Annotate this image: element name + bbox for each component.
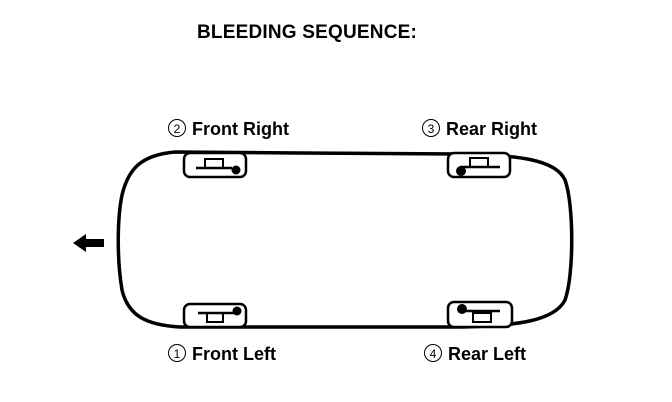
caliper-rear-right-icon xyxy=(446,151,512,179)
caliper-front-right-icon xyxy=(182,151,248,179)
caliper-front-left-icon xyxy=(182,302,248,329)
front-direction-arrow-icon xyxy=(73,234,104,252)
label-front-left: 1 Front Left xyxy=(168,344,276,365)
wheel-label: Rear Right xyxy=(446,119,538,139)
wheel-label: Front Left xyxy=(192,344,276,364)
wheel-label: Front Right xyxy=(192,119,289,139)
sequence-number-3: 3 xyxy=(422,119,440,137)
label-front-right: 2 Front Right xyxy=(168,119,289,140)
sequence-number-1: 1 xyxy=(168,344,186,362)
diagram-title: BLEEDING SEQUENCE: xyxy=(197,22,418,43)
caliper-rear-left-icon xyxy=(446,300,514,329)
label-rear-left: 4 Rear Left xyxy=(424,344,526,365)
label-rear-right: 3 Rear Right xyxy=(422,119,537,140)
sequence-number-2: 2 xyxy=(168,119,186,137)
wheel-label: Rear Left xyxy=(448,344,527,364)
sequence-number-4: 4 xyxy=(424,344,442,362)
